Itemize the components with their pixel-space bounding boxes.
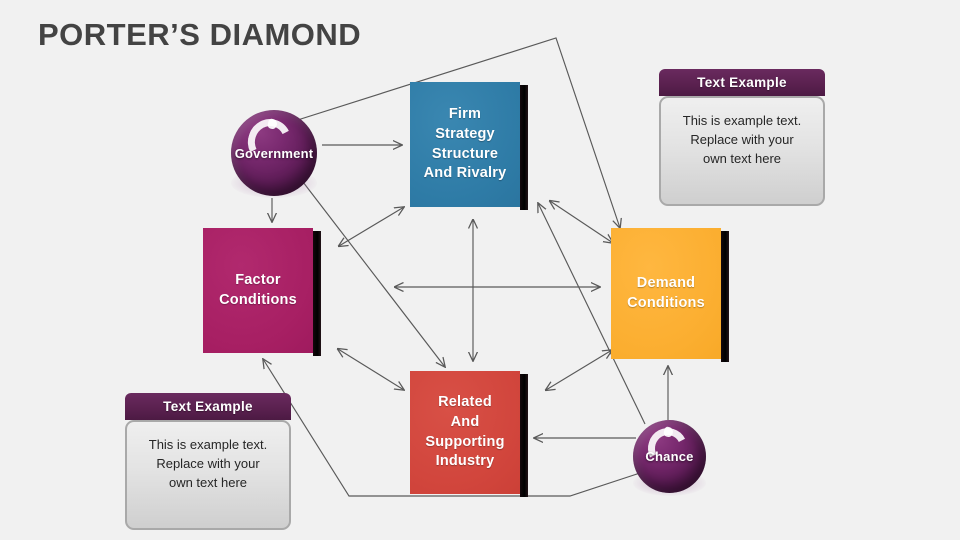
page-title: PORTER’S DIAMOND	[38, 17, 362, 52]
callout-bottom-left-body-line-1: This is example text.	[148, 437, 268, 452]
box-factor-conditions[interactable]: Factor Conditions	[203, 228, 321, 356]
callout-top-right-body-line-3: own text here	[702, 150, 782, 166]
connector-related-demand	[546, 350, 612, 390]
box-demand-conditions-line-1: Demand	[636, 274, 696, 291]
node-government-label: Government	[234, 145, 314, 161]
callout-top-right-body-line-2: Replace with your	[690, 131, 794, 147]
box-firm-strategy-line-3: And Rivalry	[423, 165, 507, 182]
node-chance[interactable]: Chance	[633, 420, 706, 493]
callout-top-right-body[interactable]: This is example text. Replace with your …	[659, 96, 825, 206]
box-related-line-2: And Supporting	[425, 413, 505, 450]
callout-top-right[interactable]: Text Example This is example text. Repla…	[659, 69, 825, 206]
callout-top-right-body-line-1: This is example text.	[682, 113, 802, 128]
box-demand-conditions-label: Demand Conditions	[619, 274, 713, 313]
callout-bottom-left-body-line-3: own text here	[168, 474, 248, 490]
callout-bottom-left-body[interactable]: This is example text. Replace with your …	[125, 420, 291, 530]
connector-government-related	[302, 181, 445, 367]
callout-bottom-left[interactable]: Text Example This is example text. Repla…	[125, 393, 291, 530]
box-factor-conditions-label: Factor Conditions	[211, 271, 305, 310]
callout-bottom-left-header: Text Example	[125, 393, 291, 420]
box-demand-conditions[interactable]: Demand Conditions	[611, 228, 729, 362]
box-firm-strategy-line-1: Firm Strategy	[435, 106, 495, 142]
node-government[interactable]: Government	[231, 110, 317, 196]
connector-factor-related	[338, 349, 404, 390]
node-chance-label: Chance	[645, 449, 694, 464]
box-related-supporting-industry-label: Related And Supporting Industry	[410, 393, 520, 471]
box-factor-conditions-line-1: Factor	[235, 271, 281, 288]
box-factor-conditions-line-2: Conditions	[219, 291, 297, 308]
box-demand-conditions-line-2: Conditions	[627, 294, 705, 311]
box-firm-strategy-line-2: Structure	[431, 145, 499, 162]
callout-bottom-left-body-line-2: Replace with your	[156, 455, 260, 471]
connector-factor-firm	[339, 207, 404, 246]
connector-firm-demand	[550, 201, 613, 243]
box-3d-edge	[520, 85, 528, 210]
box-3d-edge	[520, 374, 528, 497]
box-related-supporting-industry[interactable]: Related And Supporting Industry	[410, 371, 528, 497]
box-related-line-1: Related	[438, 394, 492, 411]
box-3d-edge	[721, 231, 729, 362]
box-3d-edge	[313, 231, 321, 356]
box-related-line-3: Industry	[435, 453, 495, 470]
callout-top-right-header: Text Example	[659, 69, 825, 96]
box-firm-strategy-label: Firm Strategy Structure And Rivalry	[410, 105, 520, 183]
box-firm-strategy[interactable]: Firm Strategy Structure And Rivalry	[410, 82, 528, 210]
